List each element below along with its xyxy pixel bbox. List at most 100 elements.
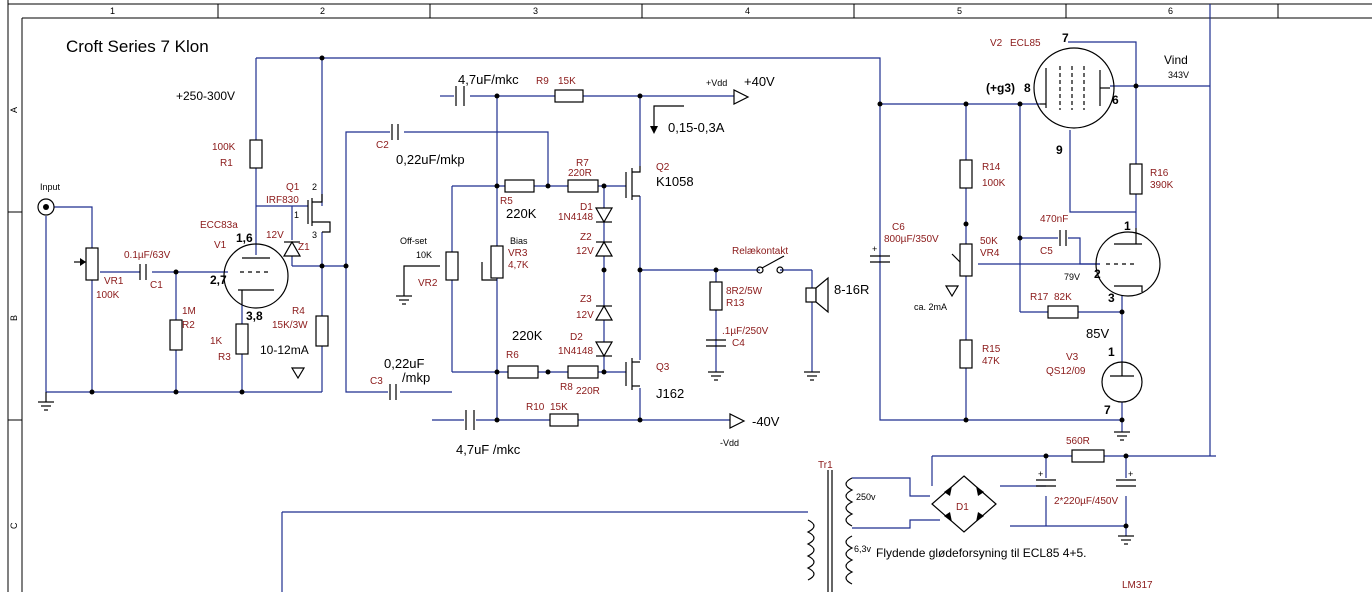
label-r16-name: R16 [1150, 168, 1169, 179]
frame-row-b: B [9, 315, 19, 321]
label-r13-val: 8R2/5W [726, 286, 763, 297]
label-r1-name: R1 [220, 158, 233, 169]
label-hv: +250-300V [176, 89, 235, 103]
label-d2-name: D2 [570, 332, 583, 343]
label-r3-name: R3 [218, 352, 231, 363]
label-q3-name: Q3 [656, 362, 670, 373]
label-cap-bot: 4,7uF /mkc [456, 442, 521, 457]
label-r6-name: R6 [506, 350, 519, 361]
input-jack [37, 198, 55, 216]
r8-resistor [567, 365, 599, 379]
q1-mosfet [307, 194, 331, 233]
label-v79: 79V [1064, 272, 1080, 282]
frame-col-1: 1 [110, 6, 115, 16]
label-v1-name: V1 [214, 240, 227, 251]
label-vr3-name: VR3 [508, 248, 528, 259]
c6-capacitor: + [870, 244, 890, 263]
v1-tube [223, 243, 289, 309]
r5-resistor [504, 179, 535, 193]
label-tr-250: 250v [856, 492, 876, 502]
label-r14-val: 100K [982, 178, 1006, 189]
label-heater-note: Flydende glødeforsyning til ECL85 4+5. [876, 546, 1086, 560]
r14-resistor [959, 159, 973, 189]
label-vind: Vind [1164, 53, 1188, 67]
label-lm317: LM317 [1122, 580, 1153, 591]
label-r8-name: R8 [560, 382, 573, 393]
label-c1-name: C1 [150, 280, 163, 291]
r13-resistor [709, 281, 723, 311]
q3-mosfet [625, 358, 640, 390]
label-q1-p2: 2 [312, 182, 317, 192]
label-vdd-pos: +Vdd [706, 78, 727, 88]
vr1-potentiometer [74, 247, 99, 281]
r2-resistor [169, 319, 183, 351]
label-v1-pin27: 2,7 [210, 273, 227, 287]
label-vr1-name: VR1 [104, 276, 124, 287]
label-r7-val: 220R [568, 168, 592, 179]
z1-zener [282, 240, 302, 257]
label-r9-name: R9 [536, 76, 549, 87]
label-caps-psu: 2*220µF/450V [1054, 496, 1118, 507]
r7-resistor [567, 179, 599, 193]
label-c4-name: C4 [732, 338, 745, 349]
frame-col-6: 6 [1168, 6, 1173, 16]
r560-resistor [1071, 449, 1105, 463]
label-v3-type: QS12/09 [1046, 366, 1086, 377]
label-t-p1: 1 [1124, 219, 1131, 233]
r3-resistor [235, 323, 249, 355]
psu-capacitors: + + [1036, 469, 1136, 487]
label-t-p2: 2 [1094, 267, 1101, 281]
label-relay: Relækontakt [732, 246, 788, 257]
label-r10-name: R10 [526, 402, 545, 413]
frame-row-a: A [9, 107, 19, 113]
label-c2-name: C2 [376, 140, 389, 151]
relay-contact [756, 255, 785, 274]
label-r14-name: R14 [982, 162, 1001, 173]
label-r2-name: R2 [182, 320, 195, 331]
label-c1-val: 0.1µF/63V [124, 250, 171, 261]
label-r5-name: R5 [500, 196, 513, 207]
c4-capacitor [706, 339, 726, 347]
label-v3-p7: 7 [1104, 403, 1111, 417]
label-v2-p6: 6 [1112, 93, 1119, 107]
vdd-pos-arrow-icon [733, 89, 750, 105]
label-tr-63: 6,3v [854, 544, 872, 554]
label-tr1: Tr1 [818, 460, 833, 471]
r9-resistor [554, 89, 584, 103]
label-spk: 8-16R [834, 282, 869, 297]
label-q1-name: Q1 [286, 182, 300, 193]
label-v2-name: V2 [990, 38, 1003, 49]
label-r6-big: 220K [512, 328, 543, 343]
label-r10-val: 15K [550, 402, 568, 413]
label-v3-name: V3 [1066, 352, 1079, 363]
v2-tube [1033, 47, 1115, 129]
label-z2-name: Z2 [580, 232, 592, 243]
label-vdd-neg-val: -40V [752, 414, 780, 429]
label-q1-type: IRF830 [266, 195, 299, 206]
label-r13-name: R13 [726, 298, 745, 309]
wires [45, 4, 1216, 592]
label-v1-pin16: 1,6 [236, 231, 253, 245]
labels: +250-300V Input VR1 100K 0.1µF/63V C1 1M… [40, 31, 1189, 591]
label-i-vr4: ca. 2mA [914, 302, 947, 312]
label-v2-p7: 7 [1062, 31, 1069, 45]
label-vind-v: 343V [1168, 70, 1189, 80]
c1-capacitor [139, 264, 147, 280]
d2-diode [594, 341, 614, 358]
c3-capacitor [389, 384, 397, 400]
frame-row-c: C [9, 522, 19, 529]
label-r9-val: 15K [558, 76, 576, 87]
label-g3: (+g3) [986, 81, 1015, 95]
label-c3-val-b: /mkp [402, 370, 430, 385]
label-z1-name: Z1 [298, 242, 310, 253]
label-r15-val: 47K [982, 356, 1000, 367]
c5-capacitor [1059, 230, 1067, 246]
label-r560: 560R [1066, 436, 1090, 447]
z3-zener [594, 304, 614, 321]
label-v2-p9: 9 [1056, 143, 1063, 157]
frame-col-2: 2 [320, 6, 325, 16]
label-c6-val: 800µF/350V [884, 234, 939, 245]
label-t-p3: 3 [1108, 291, 1115, 305]
frame-col-4: 4 [745, 6, 750, 16]
r6-resistor [507, 365, 539, 379]
